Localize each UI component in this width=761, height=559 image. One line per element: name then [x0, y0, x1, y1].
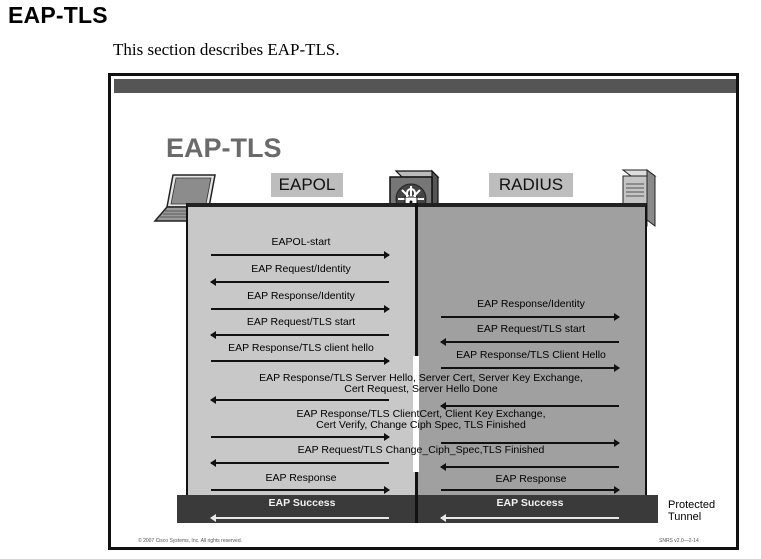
- msg-eap-request-identity: EAP Request/Identity: [251, 263, 351, 275]
- arrow-left: [440, 463, 619, 471]
- msg-eapol-start: EAPOL-start: [271, 236, 331, 248]
- arrow-left: [210, 331, 389, 339]
- arrow-right: [211, 251, 390, 259]
- msg-eap-response-left: EAP Response: [265, 472, 337, 484]
- msg-eap-request-tls-start-left: EAP Request/TLS start: [246, 316, 356, 328]
- msg-client-cert-line1: EAP Response/TLS ClientCert, Client Key …: [296, 408, 546, 420]
- arrow-right: [441, 486, 620, 494]
- arrow-left: [210, 396, 389, 404]
- msg-eap-request-tls-start-right: EAP Request/TLS start: [476, 323, 586, 335]
- arrow-right: [211, 357, 390, 365]
- arrow-right: [211, 433, 390, 441]
- eapol-label: EAPOL: [271, 173, 343, 197]
- msg-eap-response-tls-client-hello-left: EAP Response/TLS client hello: [228, 342, 374, 354]
- msg-server-hello-line1: EAP Response/TLS Server Hello, Server Ce…: [259, 372, 583, 384]
- arrow-right: [441, 439, 620, 447]
- msg-server-hello-line2: Cert Request, Server Hello Done: [344, 383, 498, 395]
- authenticator-line-gap: [413, 356, 419, 472]
- msg-eap-response-identity-right: EAP Response/Identity: [477, 298, 585, 310]
- arrow-left: [210, 459, 389, 467]
- arrow-left-success: [210, 514, 389, 522]
- page-heading: EAP-TLS: [8, 2, 108, 28]
- radius-segment: [417, 203, 647, 523]
- msg-eap-response-identity-left: EAP Response/Identity: [247, 290, 355, 302]
- arrow-left: [210, 278, 389, 286]
- msg-client-cert-line2: Cert Verify, Change Ciph Spec, TLS Finis…: [316, 419, 526, 431]
- eap-tls-slide: EAP-TLS EAPOL RADIUS: [108, 73, 739, 550]
- course-code: SNRS v2.0—2-14: [659, 538, 699, 544]
- msg-eap-response-tls-client-hello-right: EAP Response/TLS Client Hello: [456, 349, 606, 361]
- msg-eap-success-right: EAP Success: [496, 497, 564, 509]
- arrow-left: [440, 402, 619, 410]
- slide-title: EAP-TLS: [166, 133, 282, 163]
- arrow-right: [441, 313, 620, 321]
- slide-top-bar: [114, 79, 736, 93]
- arrow-left: [440, 338, 619, 346]
- msg-eap-success-left: EAP Success: [268, 497, 336, 509]
- arrow-right: [211, 305, 390, 313]
- eapol-segment: [186, 203, 416, 523]
- intro-text: This section describes EAP-TLS.: [113, 40, 340, 59]
- radius-label: RADIUS: [489, 173, 573, 197]
- arrow-right: [211, 486, 390, 494]
- msg-eap-response-right: EAP Response: [495, 473, 567, 485]
- protected-tunnel-line2: Tunnel: [668, 511, 702, 523]
- protected-tunnel-line1: Protected: [668, 499, 716, 511]
- copyright: © 2007 Cisco Systems, Inc. All rights re…: [138, 538, 243, 544]
- protected-tunnel-label: Protected Tunnel: [668, 499, 715, 523]
- arrow-right: [441, 364, 620, 372]
- authenticator-line-tunnel: [415, 495, 418, 523]
- msg-change-cipher-spec: EAP Request/TLS Change_Ciph_Spec,TLS Fin…: [297, 444, 545, 456]
- arrow-left-success: [440, 514, 619, 522]
